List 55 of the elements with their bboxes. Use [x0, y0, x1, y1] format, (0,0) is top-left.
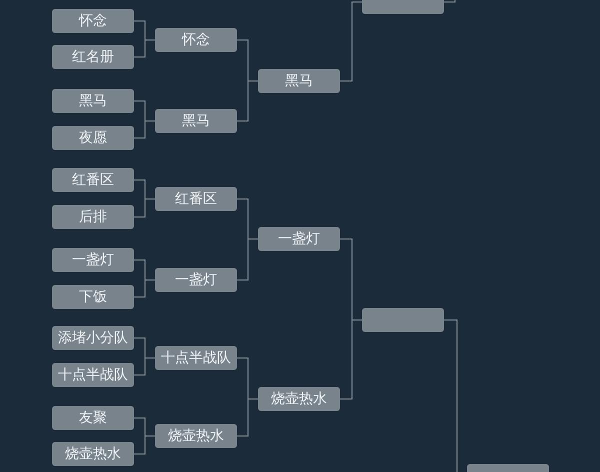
team-box	[155, 28, 237, 52]
team-name: 黑马	[182, 112, 210, 130]
team-box	[258, 227, 340, 251]
team-name: 红番区	[175, 190, 217, 208]
team-box	[52, 45, 134, 69]
team-box	[155, 187, 237, 211]
team-name: 十点半战队	[58, 366, 128, 384]
team-box	[258, 387, 340, 411]
team-name: 黑马	[79, 92, 107, 110]
team-box	[52, 326, 134, 350]
bracket-connector	[134, 40, 156, 58]
bracket-connector	[236, 398, 258, 436]
team-box	[52, 285, 134, 309]
team-box	[155, 109, 237, 133]
bracket-connector	[236, 238, 258, 280]
bracket-connector	[134, 358, 156, 376]
team-box	[52, 89, 134, 113]
bracket-connector	[134, 280, 156, 298]
team-name: 烧壶热水	[65, 445, 121, 463]
team-box	[52, 126, 134, 150]
team-name: 黑马	[285, 72, 313, 90]
team-name: 添堵小分队	[58, 329, 128, 347]
team-box	[52, 442, 134, 466]
bracket-connector	[236, 80, 258, 122]
team-box	[52, 205, 134, 229]
bracket-connector	[134, 198, 156, 218]
team-name: 红名册	[72, 48, 114, 66]
team-box	[155, 424, 237, 448]
team-name: 一盏灯	[175, 271, 217, 289]
bracket-connector	[134, 436, 156, 454]
team-name: 红番区	[72, 171, 114, 189]
team-box	[52, 363, 134, 387]
empty-box	[362, 308, 444, 332]
team-box	[52, 248, 134, 272]
team-name: 怀念	[79, 12, 107, 30]
team-name: 烧壶热水	[168, 427, 224, 445]
bracket-connector	[444, 0, 456, 2]
team-name: 下饭	[79, 288, 107, 306]
team-box	[155, 346, 237, 370]
team-box	[155, 268, 237, 292]
bracket-connector	[134, 120, 156, 138]
team-name: 怀念	[182, 31, 210, 49]
team-name: 一盏灯	[72, 251, 114, 269]
bracket-connector	[340, 320, 362, 400]
team-name: 一盏灯	[278, 230, 320, 248]
team-name: 十点半战队	[161, 349, 231, 367]
bracket-connector	[340, 2, 362, 82]
team-name: 友聚	[79, 409, 107, 427]
team-name: 夜愿	[79, 129, 107, 147]
team-box	[52, 168, 134, 192]
team-box	[52, 406, 134, 430]
team-box	[52, 9, 134, 33]
team-name: 烧壶热水	[271, 390, 327, 408]
team-name: 后排	[79, 208, 107, 226]
team-box	[258, 69, 340, 93]
